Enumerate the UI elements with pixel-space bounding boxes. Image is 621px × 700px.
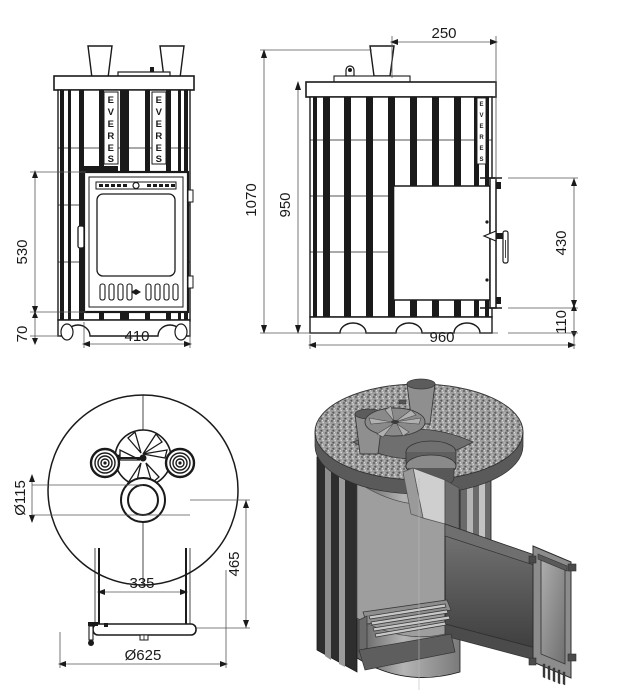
- stone-top-plate-side: [305, 81, 497, 98]
- firebox-door-side: [480, 177, 509, 309]
- damper-wheel: [112, 429, 172, 487]
- door-frame-plan: [88, 622, 197, 646]
- dim-door-height-side: 430: [553, 230, 570, 255]
- cup-hole-left: [89, 447, 121, 479]
- svg-text:E: E: [479, 124, 483, 130]
- dim-tunnel-depth: 465: [226, 551, 243, 576]
- door-top-vent: [99, 184, 175, 187]
- top-knob-side: [333, 65, 411, 83]
- svg-text:E: E: [108, 95, 115, 106]
- firebox-door-front: [77, 166, 194, 314]
- front-elevation-view: E V E R E S E V E R E S 530 70 410: [0, 0, 300, 360]
- door-bottom-vents: [99, 283, 179, 301]
- firebox-tunnel-plan: [94, 548, 191, 626]
- dim-outer-diameter: Ø625: [125, 647, 162, 664]
- dim-total-depth: 960: [429, 329, 454, 346]
- plan-dimension-lines: [29, 474, 250, 668]
- brand-label-left-front: E V E R E S: [107, 95, 114, 165]
- render-baffle: [402, 467, 460, 533]
- cutaway-render-view: [295, 372, 621, 700]
- render-left-fins: [316, 456, 358, 673]
- dim-flue-diameter: Ø115: [12, 480, 29, 516]
- base-legs-side: [309, 316, 493, 334]
- side-elevation-view: E V E R E S: [222, 0, 621, 360]
- svg-text:S: S: [156, 154, 163, 165]
- svg-text:E: E: [108, 119, 115, 130]
- door-latch-front: [82, 166, 118, 171]
- svg-text:V: V: [156, 107, 163, 118]
- render-grate: [358, 599, 452, 653]
- brand-plate-side: [476, 97, 487, 165]
- base-legs-front: [57, 319, 191, 341]
- svg-text:V: V: [108, 107, 115, 118]
- brand-plate-right: [151, 91, 167, 165]
- render-body: [314, 378, 577, 690]
- dim-tunnel-offset: 250: [431, 25, 456, 42]
- cup-left-front: [87, 45, 113, 79]
- render-ash-floor: [358, 633, 456, 671]
- svg-text:S: S: [479, 157, 483, 163]
- svg-text:E: E: [156, 95, 163, 106]
- render-firebox-tunnel: [444, 523, 544, 663]
- svg-text:R: R: [479, 135, 484, 141]
- front-dimension-lines: [30, 170, 192, 348]
- render-door-assembly: [528, 545, 577, 686]
- svg-text:E: E: [108, 143, 115, 154]
- render-door-glass: [540, 557, 566, 665]
- svg-text:R: R: [155, 131, 162, 142]
- cup-hole-right: [164, 447, 196, 479]
- cup-side: [369, 45, 395, 77]
- door-handle-front: [77, 225, 85, 272]
- svg-text:V: V: [479, 113, 483, 119]
- brand-label-right-front: E V E R E S: [155, 95, 162, 165]
- dim-base-height: 70: [14, 326, 31, 343]
- dim-door-height: 530: [14, 239, 31, 264]
- dim-front-width: 410: [124, 328, 149, 345]
- stone-top-plate-front: [53, 75, 195, 91]
- svg-text:E: E: [479, 146, 483, 152]
- render-damper-wheel: [364, 399, 426, 438]
- svg-text:E: E: [479, 102, 483, 108]
- dim-total-height: 1070: [243, 183, 260, 216]
- brand-label-side: E V E R E S: [479, 102, 484, 163]
- plan-view: Ø115 465 335 Ø625: [0, 370, 290, 700]
- dim-tunnel-width: 335: [129, 575, 154, 592]
- brand-plate-left: [103, 91, 119, 165]
- svg-text:E: E: [156, 143, 163, 154]
- svg-text:R: R: [107, 131, 114, 142]
- firebox-tunnel-side: [393, 185, 491, 301]
- svg-text:E: E: [156, 119, 163, 130]
- svg-text:S: S: [108, 154, 115, 165]
- render-door-vents: [542, 663, 566, 686]
- dim-door-base-height: 110: [553, 310, 570, 334]
- dim-body-height: 950: [277, 192, 294, 217]
- side-dimension-lines: [260, 36, 578, 349]
